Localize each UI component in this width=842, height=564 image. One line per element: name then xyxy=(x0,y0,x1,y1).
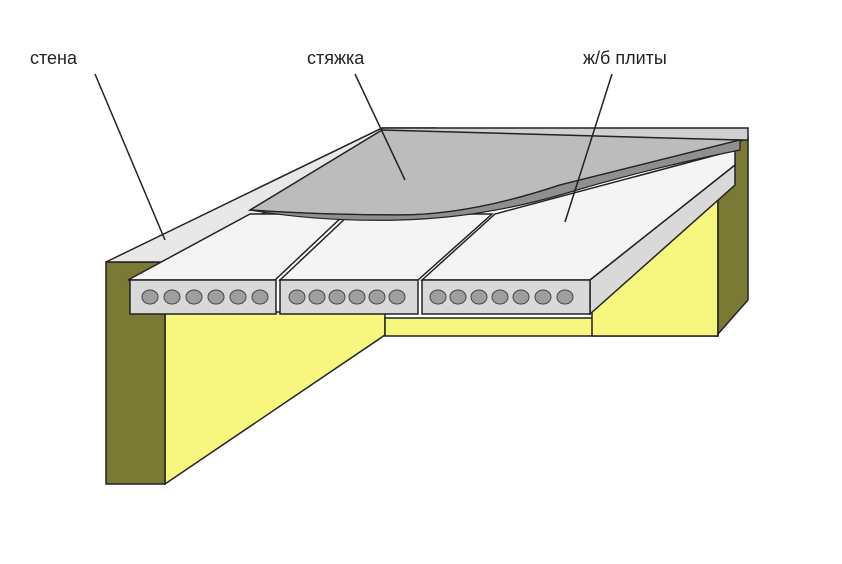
leader-line-wall xyxy=(94,73,166,241)
label-slabs: ж/б плиты xyxy=(583,48,667,68)
hollow-cores-slab-2 xyxy=(288,289,406,305)
label-screed: стяжка xyxy=(307,48,365,68)
leader-line-slabs xyxy=(564,73,613,223)
hollow-cores-slab-1 xyxy=(141,289,269,305)
leader-line-screed xyxy=(354,73,406,181)
hollow-cores-slab-3 xyxy=(429,289,574,305)
screed-edge xyxy=(249,139,741,221)
inner-wall-left xyxy=(164,311,386,486)
label-wall: стена xyxy=(30,48,78,68)
